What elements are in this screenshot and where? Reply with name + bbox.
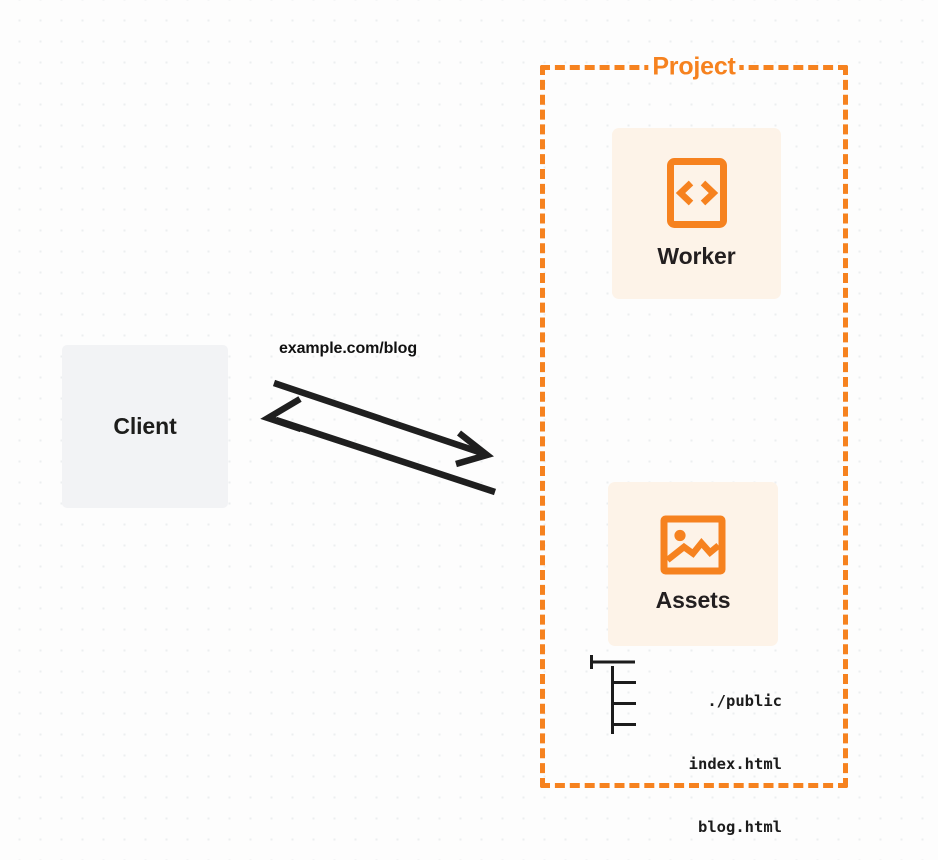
code-brackets-icon: [666, 158, 727, 228]
image-picture-icon: [660, 515, 726, 574]
file-tree-row-blog: blog.html: [698, 818, 782, 836]
client-node[interactable]: Client: [62, 345, 228, 508]
connection-url-label: example.com/blog: [279, 340, 417, 357]
request-arrow: [272, 379, 494, 468]
file-tree-row-index: index.html: [688, 755, 782, 773]
assets-node[interactable]: Assets: [608, 482, 778, 646]
client-node-label: Client: [113, 413, 177, 439]
file-tree-row-public: ./public: [707, 692, 782, 710]
worker-node-label: Worker: [657, 243, 736, 269]
worker-node[interactable]: Worker: [612, 128, 781, 299]
file-tree-connector-glyphs: [590, 655, 636, 734]
response-arrow: [260, 396, 497, 496]
file-tree: ./public index.html blog.html contact.ht…: [560, 649, 782, 860]
assets-node-label: Assets: [655, 586, 731, 613]
project-container-title: Project: [648, 54, 740, 80]
project-container: Project: [540, 54, 848, 788]
